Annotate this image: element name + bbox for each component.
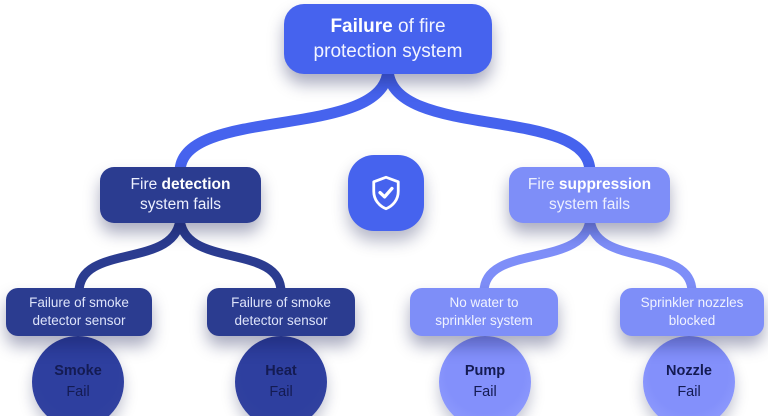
cause-line1: No water to — [449, 295, 519, 311]
root-node-bold-word: Failure — [330, 15, 393, 37]
event-fail-label: Fail — [269, 384, 293, 400]
gate-fire-suppression-fails: Fire suppression system fails — [509, 167, 670, 223]
shield-check-icon — [372, 175, 400, 211]
cause-line2: blocked — [668, 313, 716, 328]
event-name: Nozzle — [666, 362, 712, 379]
gate-suppression-bold: suppression — [558, 175, 652, 193]
event-heat-fail: Heat Fail — [235, 336, 327, 416]
root-node-rest: of fire — [392, 15, 446, 37]
cause-smoke-detector-failure: Failure of smoke detector sensor — [6, 288, 152, 336]
cause-line1: Sprinkler nozzles — [640, 295, 744, 311]
shield-tile — [348, 155, 424, 231]
connector-detection-to-smoke — [74, 211, 185, 297]
event-fail-label: Fail — [66, 384, 90, 400]
gate-detection-line1: Fire detection — [131, 175, 231, 195]
connector-suppression-to-pump — [479, 211, 595, 297]
cause-line2: detector sensor — [32, 313, 126, 328]
cause-line2: detector sensor — [234, 313, 328, 328]
root-node-line2: protection system — [313, 41, 463, 62]
gate-detection-bold: detection — [161, 175, 231, 193]
event-name: Smoke — [54, 362, 102, 379]
cause-no-water-sprinkler: No water to sprinkler system — [410, 288, 558, 336]
gate-suppression-line2: system fails — [549, 196, 630, 213]
event-name: Heat — [265, 362, 297, 379]
event-smoke-fail: Smoke Fail — [32, 336, 124, 416]
gate-fire-detection-fails: Fire detection system fails — [100, 167, 261, 223]
connector-root-to-suppression — [382, 62, 596, 178]
event-name: Pump — [464, 362, 506, 379]
connector-detection-to-heat — [175, 211, 286, 297]
cause-line1: Failure of smoke — [231, 295, 331, 311]
gate-suppression-line1: Fire suppression — [528, 175, 651, 195]
gate-detection-line2: system fails — [140, 196, 221, 213]
event-nozzle-fail: Nozzle Fail — [643, 336, 735, 416]
root-node-line1: Failure of fire — [330, 14, 445, 39]
gate-suppression-pre: Fire — [527, 175, 559, 193]
event-fail-label: Fail — [473, 384, 497, 400]
cause-line1: Failure of smoke — [29, 295, 129, 311]
connector-suppression-to-nozzle — [585, 211, 697, 297]
cause-line2: sprinkler system — [435, 313, 533, 328]
cause-sprinkler-nozzles-blocked: Sprinkler nozzles blocked — [620, 288, 764, 336]
root-node-fire-protection-failure: Failure of fire protection system — [284, 4, 492, 74]
connector-root-to-detection — [174, 62, 394, 178]
gate-detection-pre: Fire — [130, 175, 162, 193]
event-pump-fail: Pump Fail — [439, 336, 531, 416]
cause-heat-detector-failure: Failure of smoke detector sensor — [207, 288, 355, 336]
event-fail-label: Fail — [677, 384, 701, 400]
